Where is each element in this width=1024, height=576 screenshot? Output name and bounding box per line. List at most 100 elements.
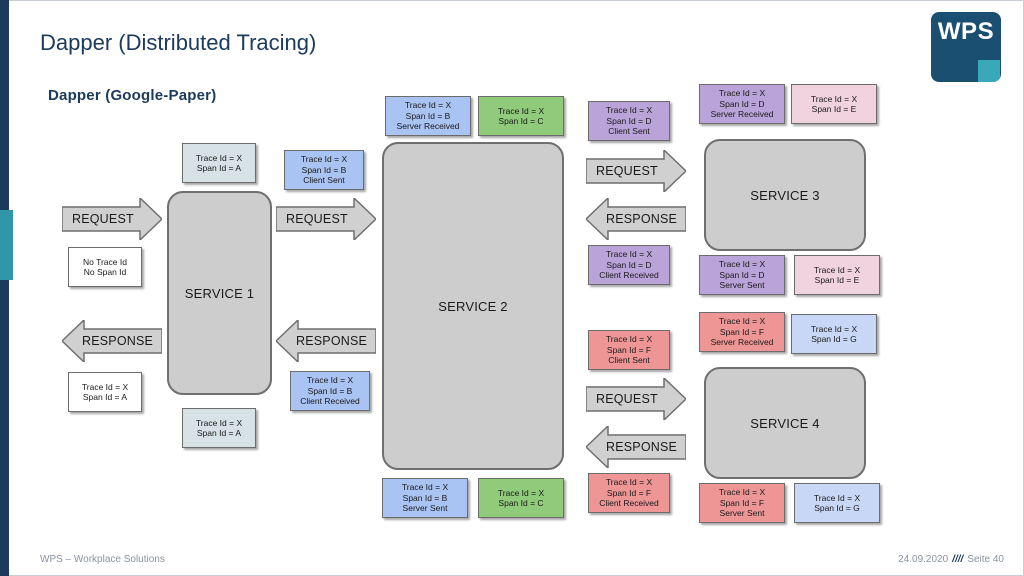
arrow-shape (62, 320, 162, 362)
arrow-shape (586, 426, 686, 468)
arrow-polygon (586, 198, 686, 240)
arrow-polygon (276, 320, 376, 362)
note-line: Trace Id = X (718, 487, 766, 498)
note-line: Span Id = D (719, 269, 765, 280)
arrow-polygon (62, 320, 162, 362)
note-line: Span Id = A (82, 392, 128, 402)
arrow-shape (62, 198, 162, 240)
service-2: SERVICE 2 (382, 142, 564, 470)
note-line: Span Id = A (196, 163, 242, 173)
note-line: No Span Id (83, 267, 127, 277)
response-arrow: RESPONSE (586, 426, 686, 468)
footer-separator: //// (952, 554, 964, 565)
note-line: Trace Id = X (497, 487, 545, 498)
response-arrow: RESPONSE (586, 198, 686, 240)
note-line: Span Id = B (307, 385, 353, 396)
note-line: Trace Id = X (300, 154, 348, 165)
slide-accent-bar (0, 0, 9, 576)
note-line: Span Id = D (606, 259, 652, 270)
arrow-polygon (586, 150, 686, 192)
arrow-shape (276, 198, 376, 240)
note-line: Trace Id = X (605, 249, 653, 260)
arrow-shape (586, 378, 686, 420)
note-line: Span Id = F (719, 497, 765, 508)
note-line: Span Id = F (719, 326, 765, 337)
arrow-label: RESPONSE (296, 334, 368, 348)
service-1: SERVICE 1 (167, 191, 272, 395)
logo-square (978, 60, 1000, 82)
request-arrow: REQUEST (586, 378, 686, 420)
arrow-label: REQUEST (286, 212, 348, 226)
note-line: Trace Id = X (810, 323, 858, 334)
footer-info: 24.09.2020////Seite 40 (898, 554, 1004, 565)
note-line: Span Id = B (405, 110, 451, 121)
note-line: Span Id = B (301, 164, 347, 175)
arrow-label: RESPONSE (606, 440, 678, 454)
note-line: Server Received (710, 337, 774, 348)
note-line: Trace Id = X (306, 375, 354, 386)
note-line: Trace Id = X (497, 105, 545, 116)
footer-company: WPS – Workplace Solutions (40, 554, 165, 565)
wps-logo: WPS (931, 12, 1001, 82)
note-line: Client Sent (608, 355, 650, 366)
note-line: Span Id = E (811, 104, 857, 114)
arrow-label: REQUEST (72, 212, 134, 226)
note-line: Trace Id = X (195, 152, 243, 163)
note-line: Span Id = F (606, 344, 652, 355)
arrow-shape (276, 320, 376, 362)
arrow-polygon (62, 198, 162, 240)
note-line: No Trace Id (83, 256, 127, 267)
slide-accent-mark (0, 210, 13, 280)
service-3: SERVICE 3 (704, 139, 866, 251)
note-line: Trace Id = X (605, 105, 653, 116)
arrow-shape (586, 198, 686, 240)
note-line: Trace Id = X (718, 259, 766, 270)
note-line: Trace Id = X (813, 492, 861, 503)
note-line: Span Id = C (498, 116, 544, 126)
note-line: Span Id = D (606, 115, 652, 126)
service-4: SERVICE 4 (704, 367, 866, 479)
arrow-label: RESPONSE (82, 334, 154, 348)
arrow-label: REQUEST (596, 392, 658, 406)
response-arrow: RESPONSE (276, 320, 376, 362)
note-line: Client Sent (303, 175, 345, 186)
response-arrow: RESPONSE (62, 320, 162, 362)
note-line: Client Received (300, 396, 360, 407)
note-line: Span Id = G (814, 503, 860, 513)
note-line: Span Id = G (811, 334, 857, 344)
note-line: Server Sent (402, 503, 448, 514)
arrow-label: REQUEST (596, 164, 658, 178)
note-line: Trace Id = X (401, 482, 449, 493)
note-line: Server Received (396, 121, 460, 132)
note-line: Trace Id = X (813, 264, 861, 275)
note-line: Client Received (599, 498, 659, 509)
arrow-label: RESPONSE (606, 212, 678, 226)
note-line: Client Sent (608, 126, 650, 137)
slide-title: Dapper (Distributed Tracing) (40, 30, 317, 55)
logo-text: WPS (937, 18, 995, 45)
request-arrow: REQUEST (276, 198, 376, 240)
note-line: Server Sent (719, 508, 765, 519)
arrow-polygon (276, 198, 376, 240)
